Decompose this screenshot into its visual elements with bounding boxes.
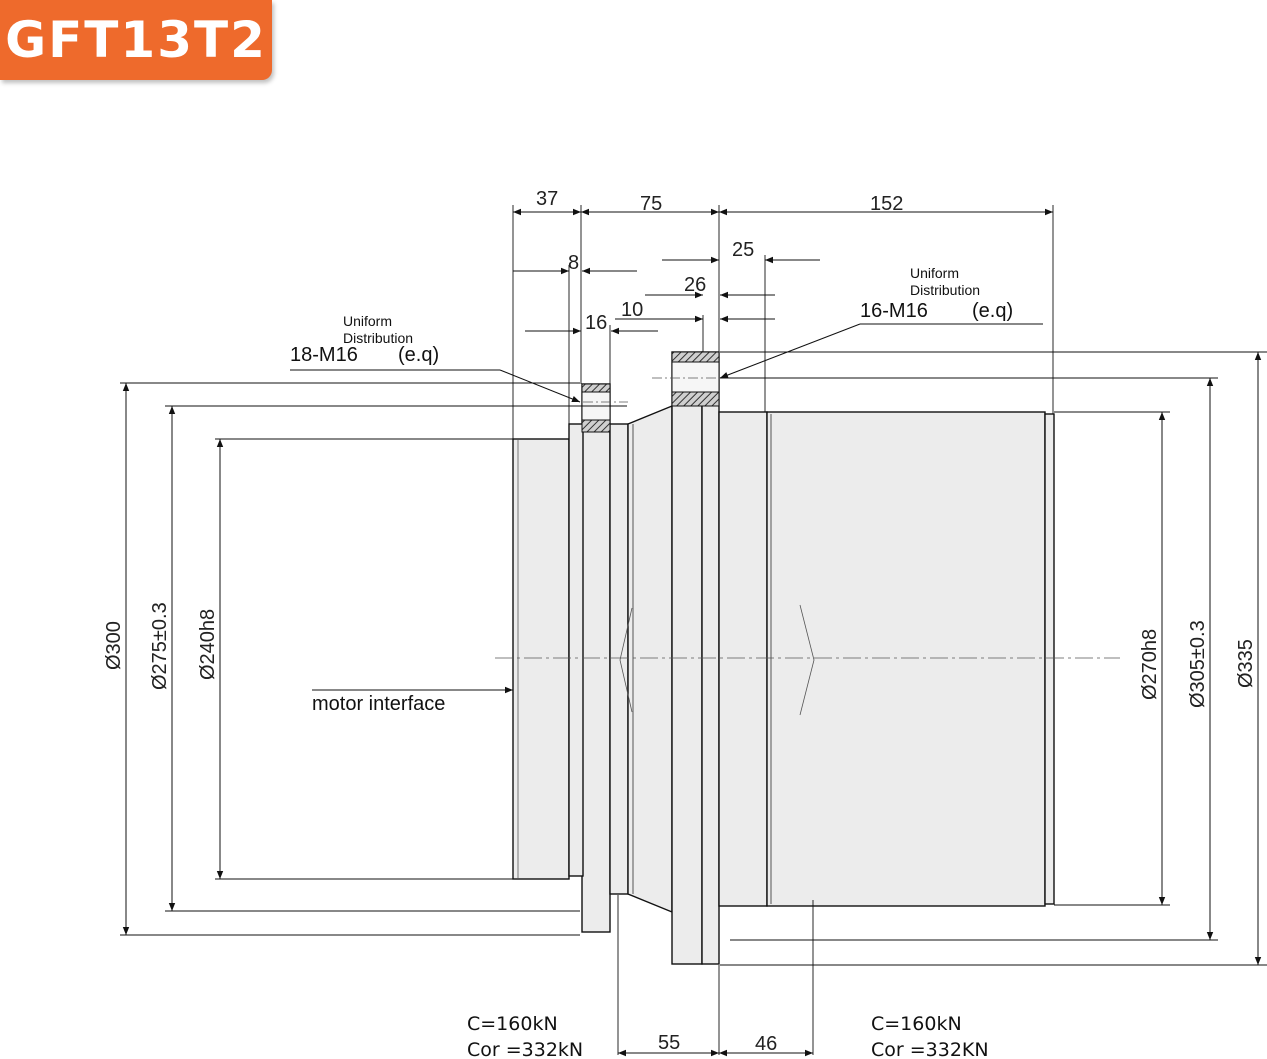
left-bolt-spec: 18-M16 — [290, 344, 358, 366]
dim-46: 46 — [755, 1033, 777, 1055]
leader-lines — [290, 323, 1043, 694]
right-eq-note: (e.q) — [972, 300, 1013, 322]
dim-152: 152 — [870, 193, 903, 215]
dim-d240: Ø240h8 — [197, 609, 219, 680]
dim-75: 75 — [640, 193, 662, 215]
right-distribution-label: Distribution — [910, 282, 980, 298]
dim-25: 25 — [732, 239, 754, 261]
left-distribution-label: Distribution — [343, 330, 413, 346]
motor-interface-block — [512, 438, 570, 880]
model-badge: GFT13T2 — [0, 0, 272, 80]
dimension-text: 37 75 152 8 25 26 10 16 Ø300 Ø275±0.3 Ø2… — [103, 188, 1257, 1055]
dim-d275: Ø275±0.3 — [149, 602, 171, 690]
right-uniform-label: Uniform — [910, 265, 959, 281]
left-uniform-label: Uniform — [343, 313, 392, 329]
left-eq-note: (e.q) — [398, 344, 439, 366]
dim-26: 26 — [684, 274, 706, 296]
motor-interface-label: motor interface — [312, 693, 445, 715]
model-title: GFT13T2 — [5, 11, 267, 69]
right-bolt-spec: 16-M16 — [860, 300, 928, 322]
callouts: Uniform Distribution 18-M16 (e.q) Unifor… — [290, 265, 1013, 715]
left-static-load: Cor =332kN — [467, 1039, 583, 1059]
dim-d305: Ø305±0.3 — [1187, 620, 1209, 708]
extension-lines — [120, 205, 1267, 1055]
dim-d270: Ø270h8 — [1139, 629, 1161, 700]
dim-d300: Ø300 — [103, 621, 125, 670]
dim-37: 37 — [536, 188, 558, 210]
center-line — [495, 377, 1120, 716]
bolt-hole-sections — [581, 351, 720, 433]
dim-55: 55 — [658, 1032, 680, 1054]
dim-16: 16 — [585, 312, 607, 334]
dimension-lines — [122, 208, 1262, 1057]
dim-8: 8 — [568, 252, 579, 274]
right-static-load: Cor =332KN — [871, 1039, 989, 1059]
left-dynamic-load: C=160kN — [467, 1013, 558, 1035]
load-ratings: C=160kN Cor =332kN C=160kN Cor =332KN — [467, 1013, 989, 1059]
taper-hub — [627, 404, 673, 914]
dim-d335: Ø335 — [1235, 639, 1257, 688]
main-cylinder — [718, 411, 768, 907]
right-dynamic-load: C=160kN — [871, 1013, 962, 1035]
dim-10: 10 — [621, 299, 643, 321]
